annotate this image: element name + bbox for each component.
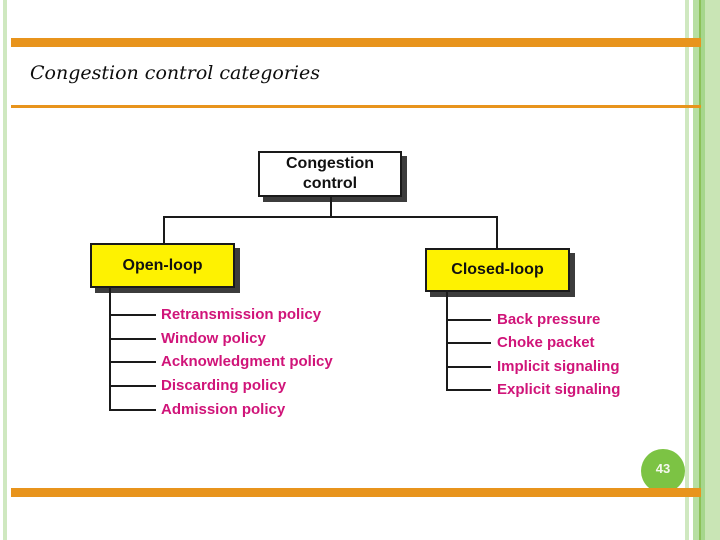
open-loop-spine-line — [109, 288, 111, 411]
open-loop-item-acknowledgment-policy: Acknowledgment policy — [161, 353, 333, 370]
closed-loop-item-implicit-signaling: Implicit signaling — [497, 358, 620, 375]
open-loop-item-window-policy: Window policy — [161, 330, 266, 347]
tick-line — [446, 366, 491, 368]
bottom-accent-bar — [11, 488, 701, 497]
root-box-label: Congestion control — [286, 155, 374, 192]
tick-line — [109, 361, 156, 363]
closed-loop-spine-line — [446, 292, 448, 391]
page-number-badge: 43 — [641, 449, 685, 493]
open-loop-item-retransmission-policy: Retransmission policy — [161, 306, 322, 323]
closed-loop-item-explicit-signaling: Explicit signaling — [497, 381, 621, 398]
right-edge-stripe-3 — [699, 0, 701, 540]
connector-left-drop — [163, 216, 165, 243]
closed-loop-item-back-pressure: Back pressure — [497, 311, 601, 328]
root-box-congestion-control: Congestion control — [258, 151, 402, 197]
open-loop-box: Open-loop — [90, 243, 235, 288]
tick-line — [109, 314, 156, 316]
tick-line — [446, 389, 491, 391]
left-edge-stripe — [3, 0, 7, 540]
connector-right-drop — [496, 216, 498, 248]
right-edge-stripe-4 — [701, 0, 705, 540]
top-accent-bar — [11, 38, 701, 47]
connector-horizontal-split — [163, 216, 498, 218]
right-edge-stripe-2 — [693, 0, 699, 540]
tick-line — [109, 385, 156, 387]
tick-line — [109, 409, 156, 411]
connector-root-drop — [330, 197, 332, 218]
open-loop-item-discarding-policy: Discarding policy — [161, 377, 287, 394]
slide-title: Congestion control categories — [30, 62, 320, 84]
tick-line — [109, 338, 156, 340]
open-loop-item-admission-policy: Admission policy — [161, 401, 286, 418]
right-edge-stripe-5 — [705, 0, 720, 540]
tick-line — [446, 319, 491, 321]
right-edge-stripe-1 — [685, 0, 689, 540]
closed-loop-box: Closed-loop — [425, 248, 570, 292]
page-number: 43 — [655, 461, 671, 476]
title-underline-bar — [11, 105, 701, 108]
open-loop-label: Open-loop — [122, 256, 203, 274]
tick-line — [446, 342, 491, 344]
closed-loop-item-choke-packet: Choke packet — [497, 334, 595, 351]
closed-loop-label: Closed-loop — [451, 261, 544, 278]
